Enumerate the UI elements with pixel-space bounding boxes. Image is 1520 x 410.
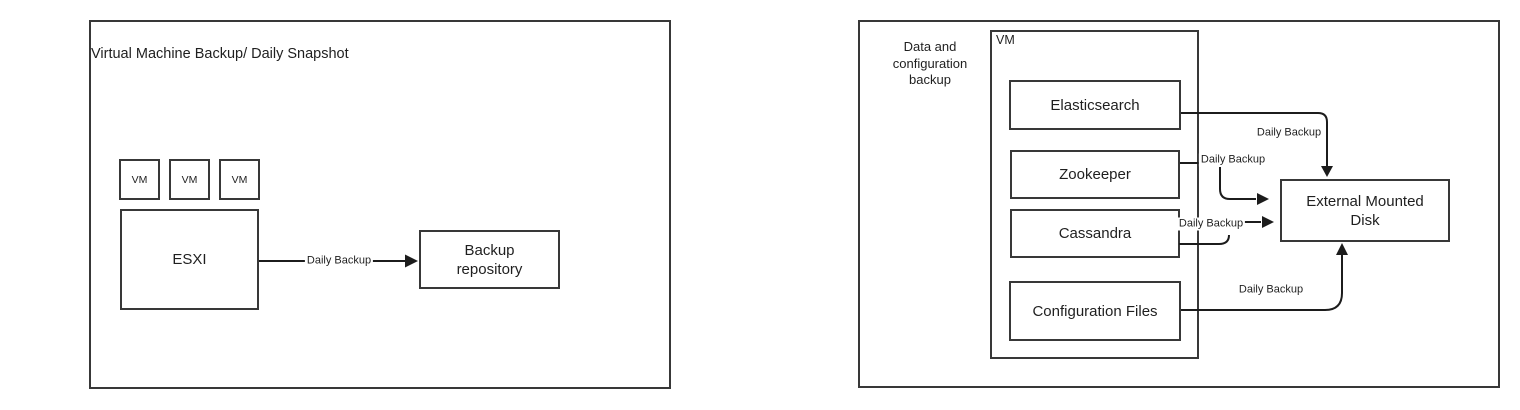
elasticsearch-arrow-label: Daily Backup xyxy=(1254,126,1324,140)
vm-node-1: VM xyxy=(119,159,160,200)
vm-node-3: VM xyxy=(219,159,260,200)
cassandra-node: Cassandra xyxy=(1010,209,1180,258)
vm-node-2: VM xyxy=(169,159,210,200)
backup-repository-label: Backup repository xyxy=(456,241,523,278)
zookeeper-node: Zookeeper xyxy=(1010,150,1180,199)
configuration-files-node: Configuration Files xyxy=(1009,281,1181,341)
cassandra-arrow-label: Daily Backup xyxy=(1176,217,1246,231)
backup-repository-node: Backup repository xyxy=(419,230,560,289)
external-mounted-disk-node: External Mounted Disk xyxy=(1280,179,1450,242)
vm-backup-panel xyxy=(89,20,671,389)
external-mounted-disk-label: External Mounted Disk xyxy=(1306,192,1424,229)
zookeeper-arrow-label: Daily Backup xyxy=(1198,153,1268,167)
right-panel-title: Data and configuration backup xyxy=(892,39,968,87)
left-panel-title: Virtual Machine Backup/ Daily Snapshot xyxy=(91,46,349,62)
elasticsearch-node: Elasticsearch xyxy=(1009,80,1181,130)
esxi-node: ESXI xyxy=(120,209,259,310)
esxi-arrow-label: Daily Backup xyxy=(304,254,374,268)
configuration-files-arrow-label: Daily Backup xyxy=(1236,283,1306,297)
vm-container-label: VM xyxy=(996,33,1015,47)
